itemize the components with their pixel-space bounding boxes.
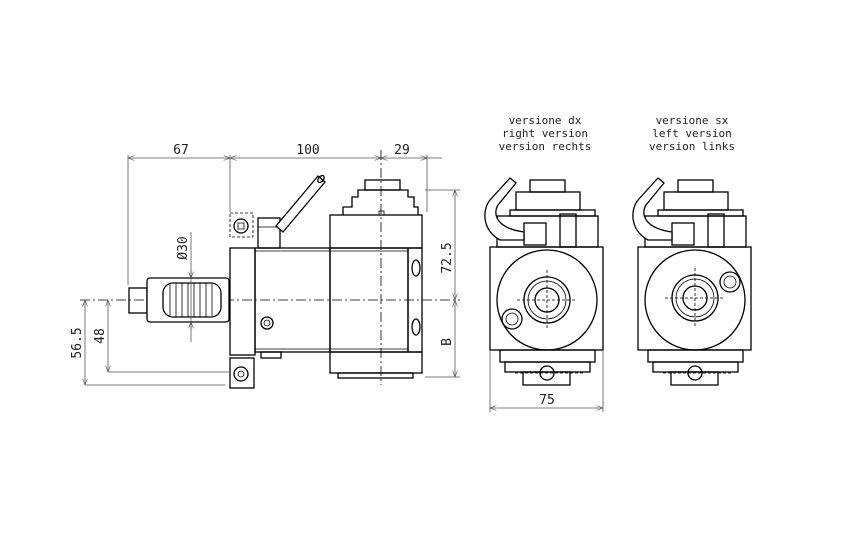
dim-72-5: 72.5	[440, 242, 455, 273]
tool-holder-body	[229, 179, 423, 379]
spindle	[128, 277, 230, 323]
left-version-label-it: versione sx	[656, 114, 729, 127]
dim-75: 75	[539, 393, 555, 408]
left-version-label-en: left version	[652, 127, 731, 140]
dim-B: B	[440, 338, 455, 346]
left-dimensions: 56.5 48	[70, 300, 230, 386]
dim-56-5: 56.5	[70, 327, 85, 358]
top-dimensions: 67 100 29	[127, 143, 442, 285]
dim-diameter-30: Ø30	[176, 236, 191, 259]
dim-48: 48	[93, 328, 108, 344]
left-version-label-de: version links	[649, 140, 735, 153]
right-version-view: versione dx right version version rechts	[484, 114, 604, 412]
dim-100: 100	[296, 143, 319, 158]
right-version-label-de: version rechts	[499, 140, 592, 153]
dim-67: 67	[173, 143, 189, 158]
right-dimensions: 72.5 B	[425, 189, 460, 378]
right-version-label-it: versione dx	[509, 114, 582, 127]
clamp-screws	[229, 212, 255, 389]
coolant-connector	[257, 174, 326, 249]
dim-29: 29	[394, 143, 410, 158]
side-view: 67 100 29 Ø30	[70, 143, 460, 389]
left-version-view: versione sx left version version links	[632, 114, 752, 386]
right-version-label-en: right version	[502, 127, 588, 140]
